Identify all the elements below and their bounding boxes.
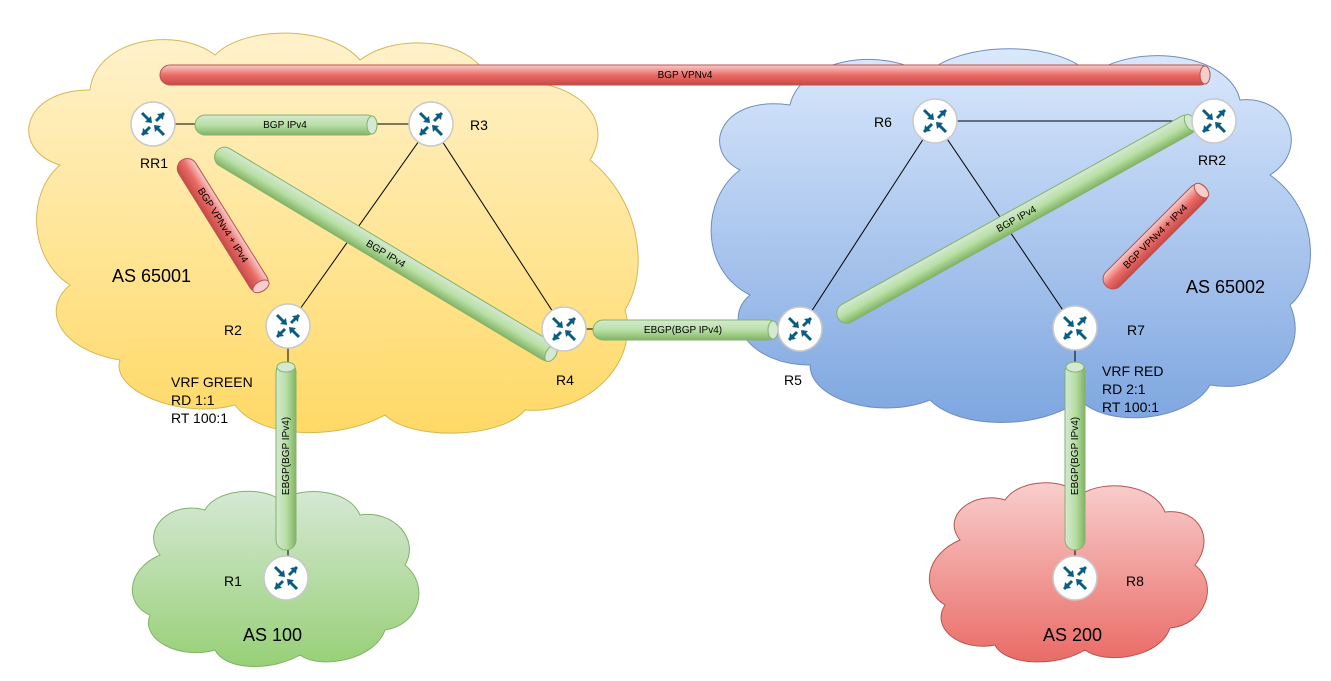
- router-rr2[interactable]: [1190, 97, 1238, 145]
- router-icon: [407, 100, 455, 148]
- pipe-label: EBGP(BGP IPv4): [1070, 417, 1081, 495]
- router-icon: [540, 305, 588, 353]
- link-r6-r5: [799, 120, 936, 330]
- as-label-65001: AS 65001: [112, 266, 191, 286]
- vrf-red-rt: RT 100:1: [1102, 399, 1159, 415]
- router-icon: [262, 554, 310, 602]
- router-icon: [264, 302, 312, 350]
- pipe-r4-r5: EBGP(BGP IPv4): [592, 319, 779, 341]
- link-r3-r2: [287, 123, 432, 327]
- vrf-red-rd: RD 2:1: [1102, 381, 1146, 397]
- router-label-rr2: RR2: [1198, 152, 1226, 168]
- vrf-green-name: VRF GREEN: [171, 374, 253, 390]
- router-icon: [1051, 304, 1099, 352]
- router-icon: [1051, 554, 1099, 602]
- router-r1[interactable]: [262, 554, 310, 602]
- link-r3-r4: [430, 123, 565, 330]
- pipe-label: BGP IPv4: [263, 120, 307, 131]
- router-r4[interactable]: [540, 305, 588, 353]
- pipe-r7-r8: EBGP(BGP IPv4): [1064, 361, 1086, 551]
- as-label-200: AS 200: [1043, 625, 1102, 645]
- as-label-65002: AS 65002: [1186, 277, 1265, 297]
- router-label-r1: R1: [224, 573, 242, 589]
- pipe-label: EBGP(BGP IPv4): [281, 417, 292, 495]
- as-label-100: AS 100: [243, 625, 302, 645]
- router-label-r8: R8: [1126, 573, 1144, 589]
- router-label-r5: R5: [784, 372, 802, 388]
- pipe-rr1-r3: BGP IPv4: [194, 114, 378, 136]
- router-label-r6: R6: [874, 114, 892, 130]
- router-r3[interactable]: [407, 100, 455, 148]
- router-icon: [129, 100, 177, 148]
- router-label-r7: R7: [1127, 322, 1145, 338]
- router-r7[interactable]: [1051, 304, 1099, 352]
- router-r6[interactable]: [911, 97, 959, 145]
- vrf-red-info: VRF RED RD 2:1 RT 100:1: [1102, 363, 1163, 415]
- router-r5[interactable]: [776, 305, 824, 353]
- router-label-r4: R4: [556, 372, 574, 388]
- pipe-label: BGP VPNv4: [658, 70, 713, 81]
- router-icon: [1190, 97, 1238, 145]
- router-icon: [911, 97, 959, 145]
- router-rr1[interactable]: [129, 100, 177, 148]
- router-r8[interactable]: [1051, 554, 1099, 602]
- pipe-top-vpnv4: BGP VPNv4: [159, 64, 1211, 86]
- vrf-green-rt: RT 100:1: [171, 410, 228, 426]
- vrf-green-rd: RD 1:1: [171, 392, 215, 408]
- router-label-rr1: RR1: [140, 155, 168, 171]
- router-label-r2: R2: [224, 322, 242, 338]
- vrf-red-name: VRF RED: [1102, 363, 1163, 379]
- pipe-r2-r1: EBGP(BGP IPv4): [275, 361, 297, 551]
- pipe-label: EBGP(BGP IPv4): [644, 325, 722, 336]
- router-label-r3: R3: [470, 117, 488, 133]
- router-r2[interactable]: [264, 302, 312, 350]
- router-icon: [776, 305, 824, 353]
- vrf-green-info: VRF GREEN RD 1:1 RT 100:1: [171, 374, 253, 426]
